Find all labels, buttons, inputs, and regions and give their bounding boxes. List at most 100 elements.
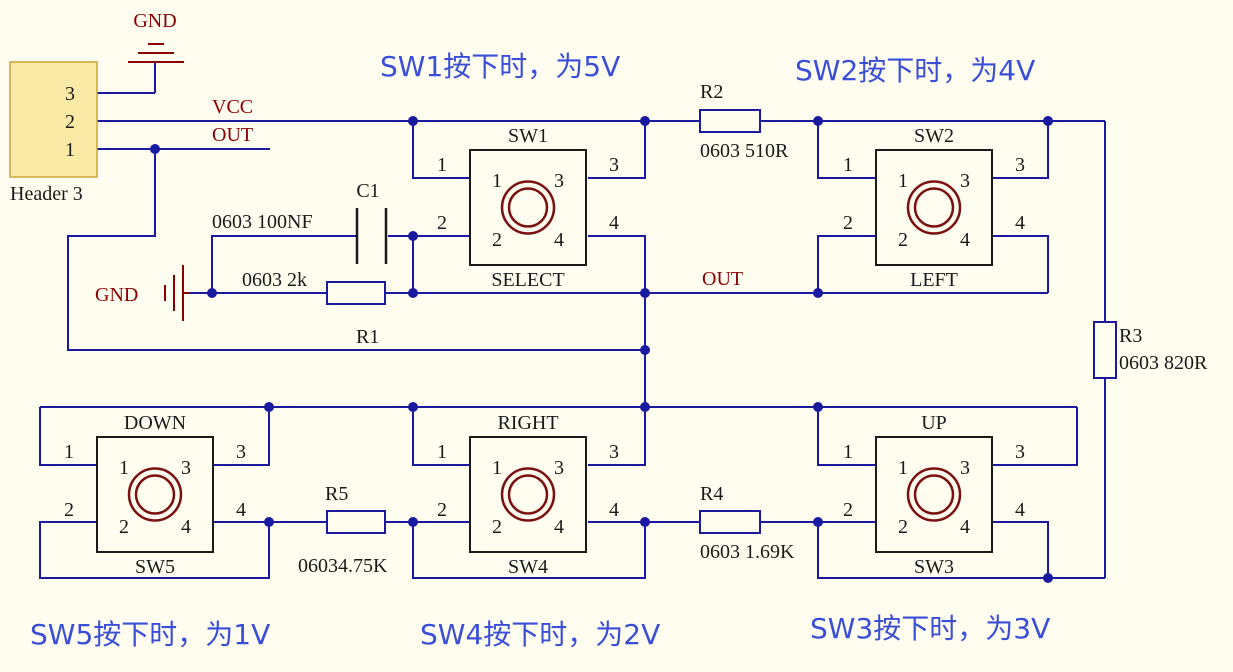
switch-inner-pin: 2 <box>119 516 129 538</box>
resistor-value: 0603 510R <box>700 140 789 162</box>
switch-inner-pin: 1 <box>119 457 129 479</box>
switch-inner-pin: 1 <box>898 457 908 479</box>
header-body <box>9 61 98 178</box>
switch-inner-pin: 4 <box>554 229 564 251</box>
switch-inner-pin: 4 <box>960 516 970 538</box>
switch-inner-pin: 1 <box>898 170 908 192</box>
resistor-value: 0603 2k <box>242 269 307 291</box>
switch-inner-pin: 4 <box>960 229 970 251</box>
switch-function-label: SELECT <box>491 269 564 291</box>
switch-body <box>875 436 993 553</box>
resistor-value: 0603 1.69K <box>700 541 795 563</box>
resistor-ref: R4 <box>700 483 723 505</box>
header-pin-2: 2 <box>65 111 75 133</box>
resistor-value: 06034.75K <box>298 555 388 577</box>
note-sw4: SW4按下时，为2V <box>420 618 660 651</box>
capacitor-c1: C1 0603 100NF <box>212 180 388 264</box>
switch-pin-label: 3 <box>609 154 619 176</box>
junction-dot <box>640 402 650 412</box>
junction-dot <box>640 116 650 126</box>
resistor-body <box>699 109 761 133</box>
junction-dot <box>408 116 418 126</box>
switch-function-label: LEFT <box>910 269 958 291</box>
switch-inner-pin: 3 <box>554 457 564 479</box>
resistor-ref: R5 <box>325 483 348 505</box>
switch-inner-pin: 3 <box>960 457 970 479</box>
resistor-r2: R2 0603 510R <box>699 81 789 162</box>
switch-pin-label: 4 <box>1015 212 1025 234</box>
resistor-r1: 0603 2k R1 <box>242 269 386 348</box>
junction-dot <box>813 116 823 126</box>
resistor-r4: R4 0603 1.69K <box>699 483 795 563</box>
switch-inner-pin: 4 <box>554 516 564 538</box>
button-ring-outer <box>906 467 962 522</box>
button-ring-inner <box>913 474 955 515</box>
button-ring-inner <box>134 474 176 515</box>
switch-pin-label: 4 <box>1015 499 1025 521</box>
note-sw5: SW5按下时，为1V <box>30 618 270 651</box>
switch-function-label: DOWN <box>124 412 186 434</box>
switch-inner-pin: 2 <box>492 516 502 538</box>
gnd-label-left: GND <box>95 284 138 306</box>
wire <box>817 235 876 293</box>
switch-pin-label: 4 <box>609 499 619 521</box>
switch-pin-label: 2 <box>437 499 447 521</box>
switch-inner-pin: 3 <box>181 457 191 479</box>
switch-pin-label: 4 <box>609 212 619 234</box>
resistor-r3: R3 0603 820R <box>1093 321 1208 379</box>
resistor-ref: R1 <box>356 326 379 348</box>
switch-pin-label: 3 <box>609 441 619 463</box>
switch-pin-label: 2 <box>843 212 853 234</box>
note-sw2: SW2按下时，为4V <box>795 54 1035 87</box>
net-label-vcc: VCC <box>212 96 253 118</box>
wire <box>817 121 876 179</box>
resistor-body <box>326 510 386 534</box>
resistor-ref: R2 <box>700 81 723 103</box>
wire <box>211 235 357 293</box>
wire <box>39 407 97 466</box>
switch-body <box>469 149 587 266</box>
gnd-symbol-top: GND <box>128 10 184 63</box>
junction-dot <box>813 288 823 298</box>
header-name: Header 3 <box>10 183 83 205</box>
switch-pin-label: 2 <box>437 212 447 234</box>
junction-dot <box>640 517 650 527</box>
junction-dot <box>408 517 418 527</box>
switch-pin-label: 1 <box>64 441 74 463</box>
junction-dot <box>640 288 650 298</box>
switch-pin-label: 3 <box>236 441 246 463</box>
resistor-body <box>326 281 386 305</box>
resistor-body <box>1093 321 1117 379</box>
junction-dot <box>813 402 823 412</box>
resistor-value: 0603 820R <box>1119 352 1208 374</box>
junction-dot <box>408 288 418 298</box>
net-label-out-header: OUT <box>212 124 253 146</box>
switch-ref: SW1 <box>508 125 548 147</box>
wire <box>588 235 646 293</box>
resistor-ref: R3 <box>1119 325 1142 347</box>
wire <box>67 149 645 351</box>
switch-body <box>469 436 587 553</box>
switch-ref: SW3 <box>914 556 954 578</box>
gnd-label-top: GND <box>133 10 176 32</box>
wire <box>992 407 1078 466</box>
wire <box>588 407 646 466</box>
button-ring-outer <box>500 467 556 522</box>
gnd-symbol-left: GND <box>95 265 190 321</box>
switch-pin-label: 1 <box>843 154 853 176</box>
junction-dot <box>1043 116 1053 126</box>
wire <box>412 121 470 179</box>
header-pin-1: 1 <box>65 139 75 161</box>
wire <box>992 235 1049 293</box>
switch-pin-label: 3 <box>1015 441 1025 463</box>
cap-value: 0603 100NF <box>212 211 313 233</box>
switch-body <box>96 436 214 553</box>
switch-ref: SW4 <box>508 556 548 578</box>
switch-inner-pin: 1 <box>492 457 502 479</box>
header-pin-3: 3 <box>65 83 75 105</box>
switch-function-label: RIGHT <box>497 412 558 434</box>
